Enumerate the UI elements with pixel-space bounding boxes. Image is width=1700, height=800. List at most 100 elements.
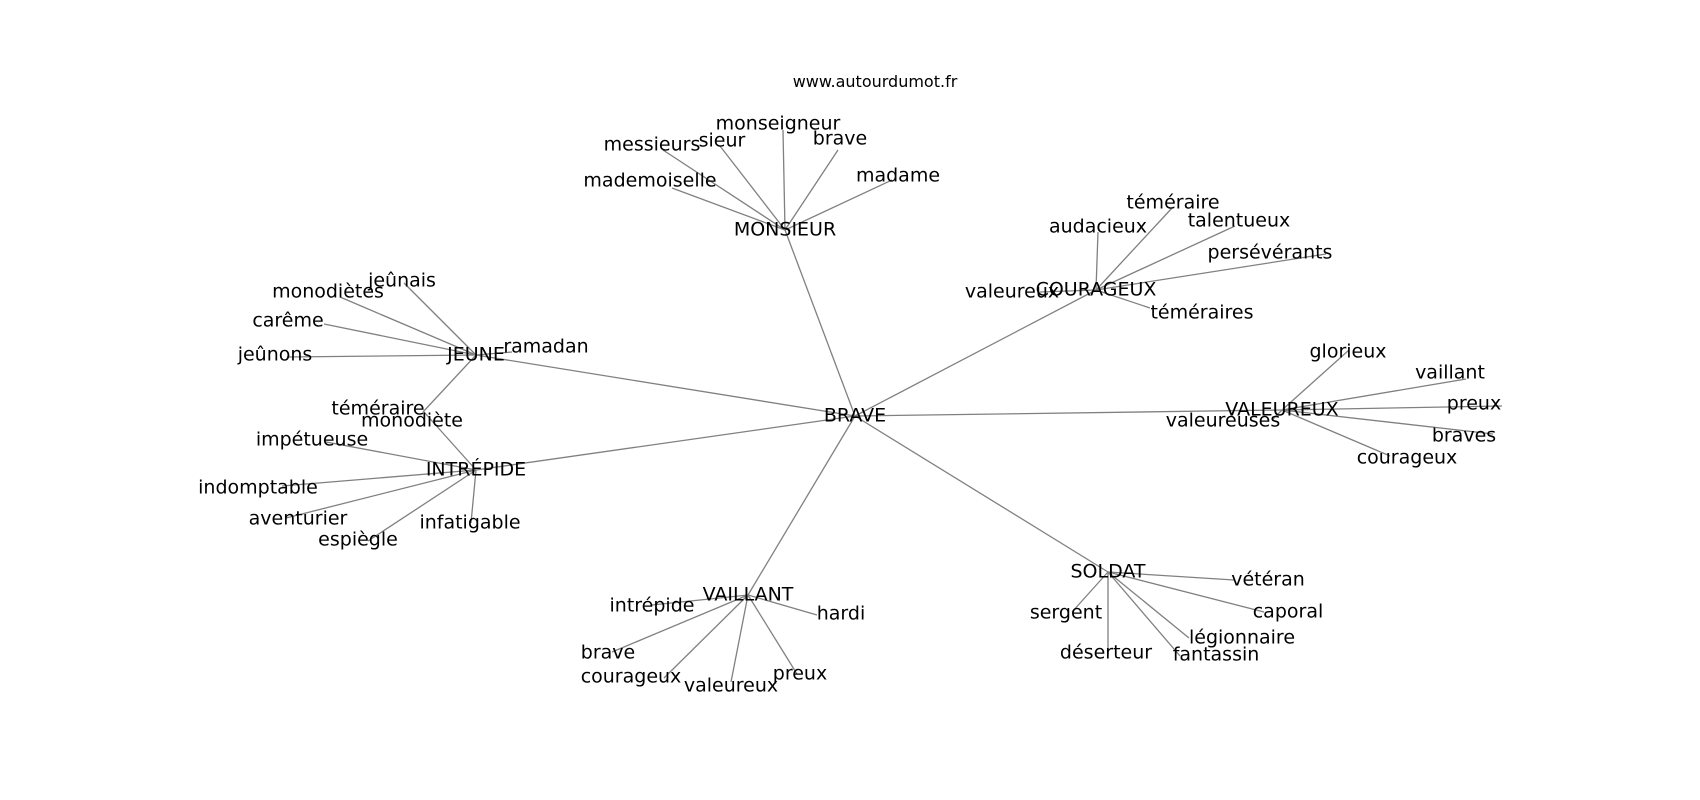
hub-node[interactable]: COURAGEUX <box>1036 279 1157 301</box>
word-node[interactable]: téméraire <box>331 398 424 420</box>
edge-center-4 <box>475 415 856 471</box>
hub-node[interactable]: VALEUREUX <box>1225 399 1338 421</box>
edge-6-2 <box>663 594 749 679</box>
edge-5-1 <box>1107 571 1265 613</box>
edge-4-5 <box>470 469 477 524</box>
word-node[interactable]: hardi <box>817 603 866 625</box>
edge-0-4 <box>784 149 839 231</box>
word-node[interactable]: téméraire <box>1126 192 1219 214</box>
word-node[interactable]: infatigable <box>419 512 520 534</box>
hub-node[interactable]: SOLDAT <box>1070 561 1145 583</box>
word-node[interactable]: sieur <box>699 130 746 152</box>
edge-1-1 <box>1095 207 1173 291</box>
word-node[interactable]: valeureux <box>965 281 1059 303</box>
edge-6-1 <box>611 594 749 653</box>
word-node[interactable]: carême <box>252 310 323 332</box>
edge-center-1 <box>854 289 1097 417</box>
word-node[interactable]: espiègle <box>318 529 398 551</box>
hub-node[interactable]: VAILLANT <box>703 584 794 606</box>
word-node[interactable]: braves <box>1432 425 1496 447</box>
edge-center-0 <box>784 229 856 417</box>
word-node[interactable]: audacieux <box>1049 216 1147 238</box>
word-node[interactable]: monodiètes <box>272 281 384 303</box>
word-node[interactable]: madame <box>856 165 940 187</box>
word-node[interactable]: sergent <box>1030 602 1102 624</box>
edge-4-0 <box>423 411 477 471</box>
word-node[interactable]: courageux <box>1357 447 1458 469</box>
edge-3-5 <box>1271 409 1283 421</box>
word-node[interactable]: talentueux <box>1188 210 1291 232</box>
word-node[interactable]: preux <box>1447 393 1501 415</box>
edge-5-2 <box>1107 571 1190 639</box>
edge-1-4 <box>1039 289 1097 293</box>
edge-1-0 <box>1095 231 1099 291</box>
edge-5-0 <box>1107 571 1235 581</box>
word-node[interactable]: légionnaire <box>1189 627 1295 649</box>
word-node[interactable]: preux <box>773 663 827 685</box>
word-node[interactable]: jeûnons <box>237 344 313 366</box>
word-node[interactable]: ramadan <box>503 336 588 358</box>
edge-3-3 <box>1281 409 1494 435</box>
edge-1-3 <box>1095 253 1327 291</box>
edge-3-1 <box>1281 378 1467 411</box>
edge-3-2 <box>1281 405 1503 411</box>
edges-layer <box>281 129 1503 683</box>
word-node[interactable]: messieurs <box>604 134 701 156</box>
edge-0-5 <box>784 179 893 231</box>
edge-4-1 <box>325 441 477 471</box>
word-node[interactable]: vétéran <box>1231 569 1305 591</box>
word-node[interactable]: glorieux <box>1309 341 1386 363</box>
word-node[interactable]: fantassin <box>1173 644 1260 666</box>
edge-2-2 <box>323 323 477 356</box>
word-node[interactable]: aventurier <box>249 508 348 530</box>
edge-5-5 <box>1071 571 1109 613</box>
edge-3-0 <box>1281 349 1350 411</box>
edge-2-5 <box>422 354 477 413</box>
edge-4-4 <box>367 469 477 542</box>
word-node[interactable]: valeureuses <box>1166 410 1281 432</box>
word-node[interactable]: monseigneur <box>716 113 841 135</box>
edge-6-5 <box>747 594 818 616</box>
edge-0-3 <box>782 129 786 231</box>
edge-6-4 <box>747 594 798 675</box>
labels-layer: BRAVEMONSIEURmademoisellemessieurssieurm… <box>198 113 1501 697</box>
hub-node[interactable]: MONSIEUR <box>734 219 836 241</box>
word-node[interactable]: mademoiselle <box>583 170 716 192</box>
edge-4-3 <box>285 469 477 519</box>
edge-center-6 <box>747 415 856 596</box>
word-node[interactable]: brave <box>581 642 635 664</box>
source-url: www.autourdumot.fr <box>792 72 958 91</box>
edge-2-1 <box>339 296 477 356</box>
edge-2-4 <box>475 351 513 356</box>
edge-3-4 <box>1281 409 1391 457</box>
word-node[interactable]: monodiète <box>361 410 463 432</box>
word-node[interactable]: intrépide <box>610 595 695 617</box>
edge-center-5 <box>854 415 1109 573</box>
word-node[interactable]: indomptable <box>198 477 318 499</box>
word-node[interactable]: courageux <box>581 666 682 688</box>
word-node[interactable]: brave <box>813 128 867 150</box>
word-node[interactable]: téméraires <box>1150 302 1253 324</box>
word-node[interactable]: vaillant <box>1415 362 1485 384</box>
word-node[interactable]: valeureux <box>684 675 778 697</box>
edge-1-2 <box>1095 225 1236 291</box>
word-node[interactable]: caporal <box>1253 601 1324 623</box>
edge-4-2 <box>281 469 477 487</box>
edge-6-3 <box>730 594 749 683</box>
edge-center-2 <box>475 354 856 417</box>
word-node[interactable]: déserteur <box>1060 642 1152 664</box>
edge-0-1 <box>662 149 786 231</box>
center-node[interactable]: BRAVE <box>824 405 886 427</box>
edge-1-5 <box>1095 289 1151 309</box>
edge-2-0 <box>403 282 477 356</box>
edge-5-3 <box>1107 571 1181 657</box>
hub-node[interactable]: JEUNE <box>446 344 505 366</box>
word-node[interactable]: impétueuse <box>256 429 368 451</box>
word-node[interactable]: persévérants <box>1208 242 1333 264</box>
word-node[interactable]: jeûnais <box>367 270 436 292</box>
edge-6-0 <box>651 594 749 606</box>
hub-node[interactable]: INTRÉPIDE <box>426 458 526 481</box>
edge-2-3 <box>286 354 477 358</box>
